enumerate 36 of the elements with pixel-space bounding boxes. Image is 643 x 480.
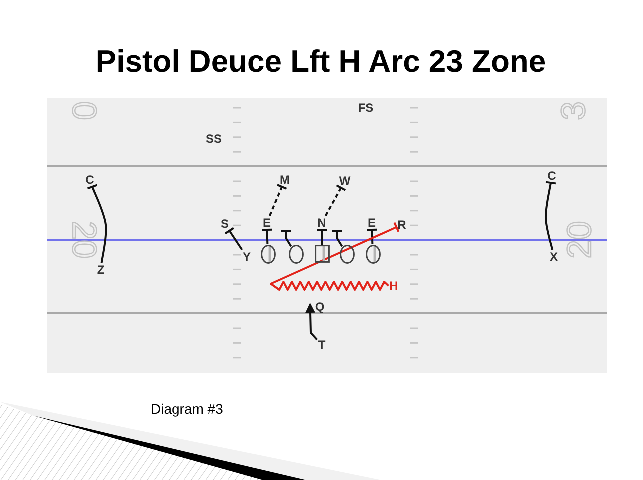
zigzag-block-line: [270, 222, 400, 291]
block-line: [224, 227, 244, 251]
player-circle: [288, 244, 304, 264]
block-line: [316, 229, 328, 245]
position-label: E: [367, 216, 377, 230]
arrow: [306, 303, 318, 341]
position-label: Z: [96, 263, 106, 277]
position-label: N: [316, 216, 328, 230]
player-circle: [366, 244, 380, 264]
caption: Diagram #3: [151, 401, 224, 418]
dashed-block-line: [324, 184, 347, 216]
position-label: E: [262, 216, 272, 230]
position-label: W: [338, 174, 352, 188]
dashed-block-line: [268, 184, 288, 216]
position-label: C: [546, 169, 558, 183]
player-circle: [340, 244, 354, 264]
player-circle: [260, 244, 276, 264]
block-line: [331, 230, 344, 248]
block-line: [261, 228, 274, 245]
title: Pistol Deuce Lft H Arc 23 Zone: [96, 44, 546, 80]
block-line: [86, 184, 108, 264]
position-label: Y: [242, 250, 252, 264]
position-label: S: [220, 217, 230, 231]
player-square: [314, 245, 330, 263]
position-label: M: [279, 173, 291, 187]
position-label: X: [549, 250, 559, 264]
position-label: T: [317, 338, 327, 352]
position-label: C: [84, 173, 96, 187]
position-label: H: [388, 279, 400, 293]
block-line: [366, 228, 378, 245]
position-label: R: [396, 218, 408, 232]
block-line: [280, 230, 292, 248]
position-label: SS: [205, 132, 223, 146]
block-line: [545, 181, 557, 250]
position-label: FS: [357, 101, 375, 115]
position-label: Q: [314, 300, 326, 314]
